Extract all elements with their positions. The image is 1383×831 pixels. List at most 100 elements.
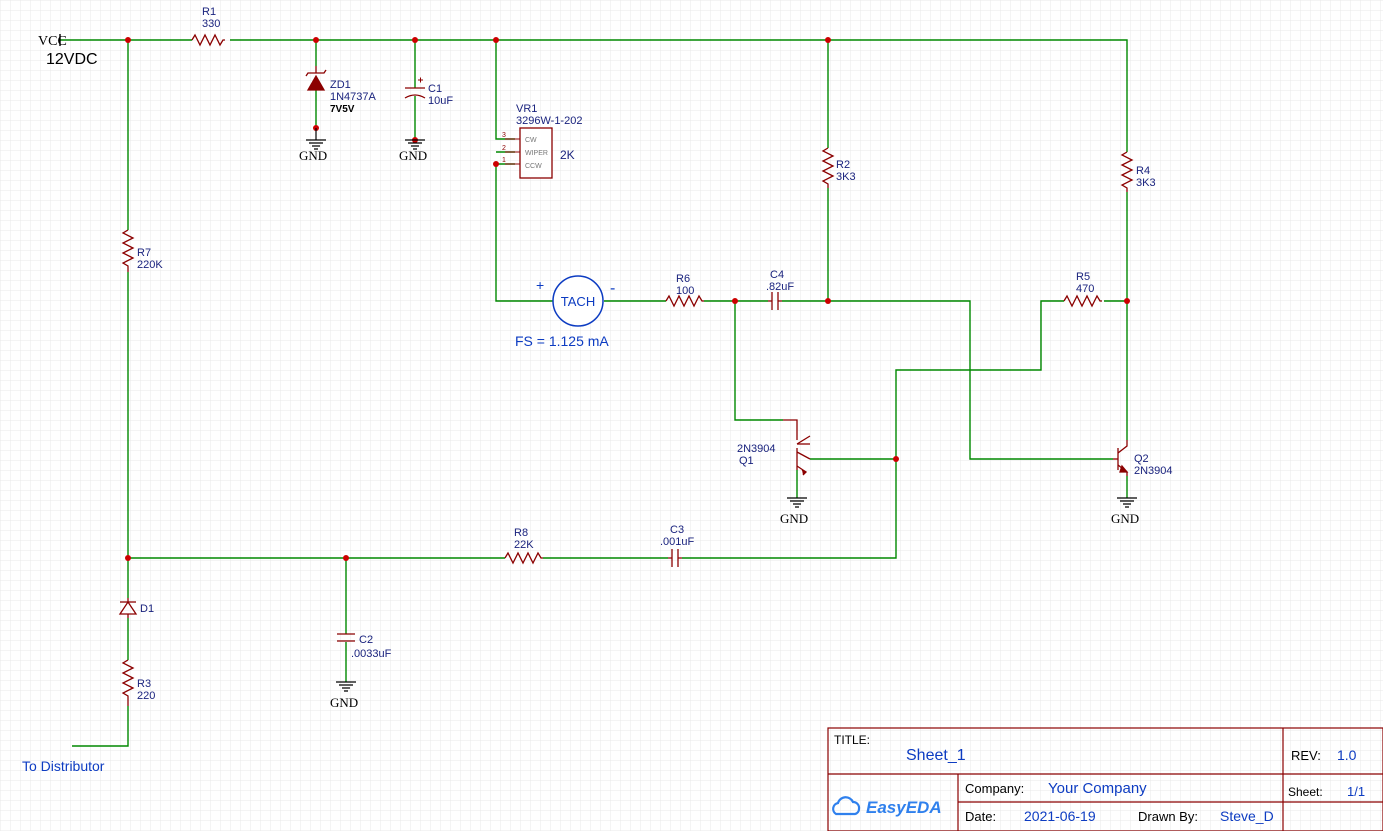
logo-text: EasyEDA [866,798,942,817]
resistor-r1[interactable] [191,33,225,47]
wire-r5 [128,300,1127,559]
r6-ref: R6 [676,273,690,285]
junction-dot [343,555,349,561]
resistor-r4[interactable] [1120,151,1134,192]
ground-symbols [306,128,1137,692]
r5-value: 470 [1076,283,1094,295]
c2-value: .0033uF [351,648,392,660]
tach-label: TACH [561,294,595,309]
ground-icon [336,681,356,692]
ground-icon [787,497,807,508]
transistor-q2[interactable] [1113,440,1129,476]
vcc-label: VCC [38,34,67,49]
r7-ref: R7 [137,247,151,259]
junctions [125,37,1130,561]
q2-ref: Q2 [1134,453,1149,465]
r3-ref: R3 [137,678,151,690]
r2-ref: R2 [836,159,850,171]
distributor-label: To Distributor [22,758,105,774]
c4-value: .82uF [766,281,794,293]
tach-minus: - [610,280,615,297]
vr1-pin-wiper: WIPER [525,150,548,157]
r8-ref: R8 [514,527,528,539]
title-label: TITLE: [834,733,870,747]
c3-value: .001uF [660,536,695,548]
q1-value: 2N3904 [737,443,776,455]
tach-meter[interactable] [552,275,604,327]
title-value: Sheet_1 [906,747,966,764]
vr1-pin-3: 3 [502,132,506,139]
zd1-rating: 7V5V [330,104,355,115]
rev-value: 1.0 [1337,747,1357,763]
supply-label: 12VDC [46,51,98,68]
capacitor-c4[interactable] [768,292,782,310]
diode-d1[interactable] [118,598,138,618]
c1-ref: C1 [428,83,442,95]
gnd-label: GND [1111,511,1139,526]
junction-dot [313,37,319,43]
easyeda-logo: EasyEDA [832,796,942,817]
r5-ref: R5 [1076,271,1090,283]
drawn-by-label: Drawn By: [1138,809,1198,824]
resistor-r3[interactable] [121,659,135,706]
ground-icon [306,128,326,150]
junction-dot [825,298,831,304]
r7-value: 220K [137,259,163,271]
vr1-value: 3296W-1-202 [516,115,582,127]
rev-label: REV: [1291,748,1321,763]
gnd-label: GND [330,695,358,710]
capacitor-c1[interactable] [404,77,426,99]
gnd-label: GND [780,511,808,526]
tach-plus: + [536,277,544,293]
r1-ref: R1 [202,6,216,18]
sheet-value: 1/1 [1347,784,1365,799]
r4-value: 3K3 [1136,177,1156,189]
junction-dot [125,555,131,561]
junction-dot [732,298,738,304]
q1-ref: Q1 [739,455,754,467]
c1-value: 10uF [428,95,453,107]
r4-ref: R4 [1136,165,1150,177]
resistor-r6[interactable] [665,294,704,308]
c3-ref: C3 [670,524,684,536]
company-value: Your Company [1048,780,1147,797]
ground-icon [405,139,425,150]
drawn-by-value: Steve_D [1220,808,1274,824]
trimpot-vr1[interactable] [505,127,553,179]
r2-value: 3K3 [836,171,856,183]
junction-dot [125,37,131,43]
transistor-q1[interactable] [783,419,811,476]
vr1-pin-2: 2 [502,145,506,152]
vr1-pin-cw: CW [525,137,537,144]
junction-dot [493,37,499,43]
gnd-label: GND [399,148,427,163]
tach-fs: FS = 1.125 mA [515,333,609,349]
vr1-ref: VR1 [516,103,537,115]
junction-dot [1124,298,1130,304]
junction-dot [893,456,899,462]
resistor-r7[interactable] [121,229,135,272]
q2-value: 2N3904 [1134,465,1173,477]
date-label: Date: [965,809,996,824]
zener-diode-zd1[interactable] [305,66,327,91]
d1-ref: D1 [140,603,154,615]
resistor-r8[interactable] [504,551,543,565]
capacitor-c2[interactable] [337,633,355,642]
junction-dot [493,161,499,167]
vr1-pin-1: 1 [502,157,506,164]
resistor-r2[interactable] [821,147,835,188]
resistor-r5[interactable] [1063,294,1102,308]
company-label: Company: [965,781,1024,796]
capacitor-c3[interactable] [668,549,682,567]
date-value: 2021-06-19 [1024,808,1096,824]
junction-dot [825,37,831,43]
ground-icon [1117,497,1137,508]
r3-value: 220 [137,690,155,702]
zd1-value: 1N4737A [330,91,377,103]
vr1-resistance: 2K [560,148,575,162]
vr1-pin-ccw: CCW [525,163,542,170]
sheet-label: Sheet: [1288,785,1323,799]
c2-ref: C2 [359,634,373,646]
